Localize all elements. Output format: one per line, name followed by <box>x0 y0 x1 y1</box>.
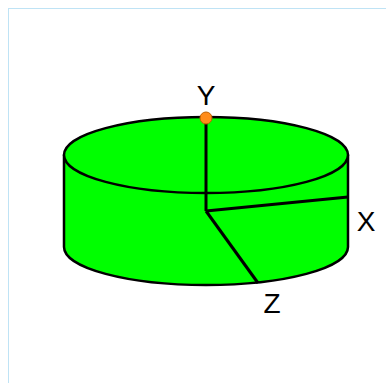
z-axis <box>206 211 258 283</box>
y-axis <box>205 118 208 211</box>
axis-label: X <box>357 208 376 236</box>
panel-border <box>9 9 386 383</box>
axis-label: Z <box>263 290 280 318</box>
axis-label: Y <box>197 82 216 110</box>
y-axis-dot <box>200 112 212 124</box>
x-axis <box>206 197 348 211</box>
